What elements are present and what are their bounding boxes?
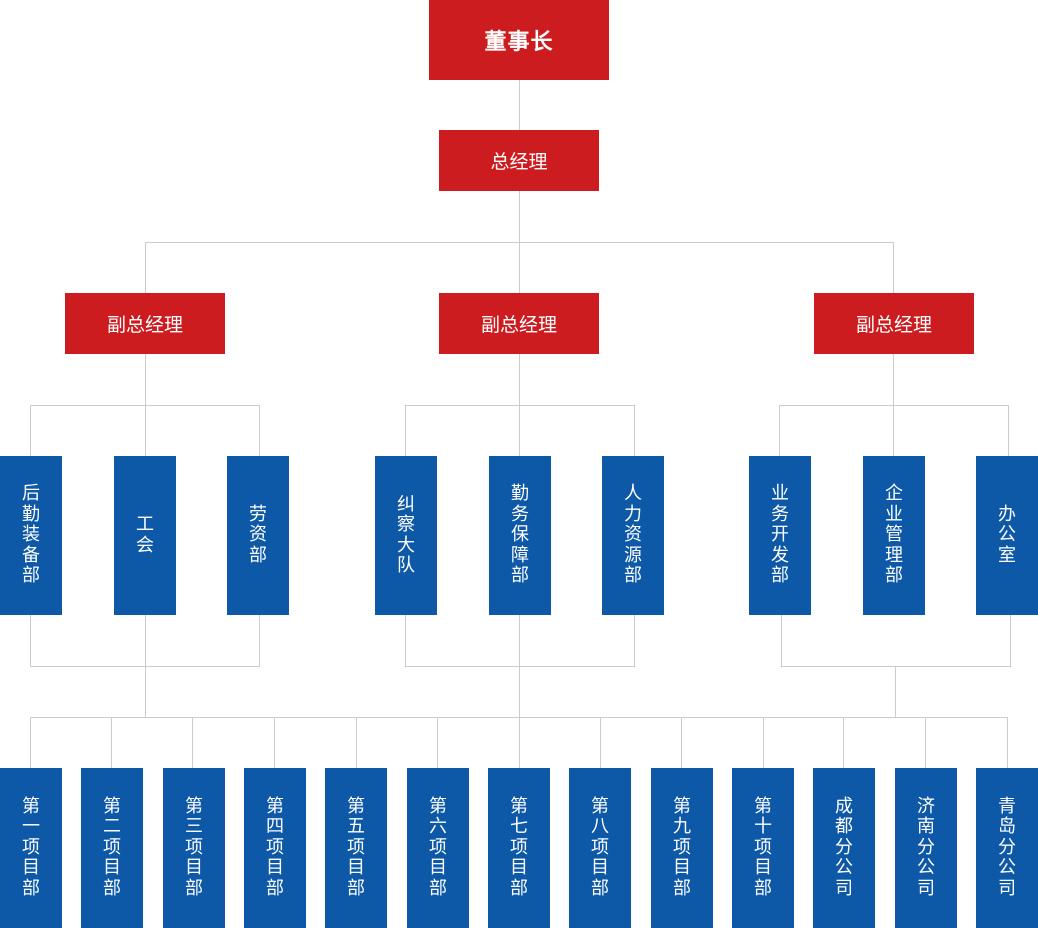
unit-label: 第一项目部	[22, 795, 40, 899]
deputy-gm-box-1: 副总经理	[65, 293, 225, 354]
chairman-label: 董事长	[484, 30, 554, 55]
unit-label: 第三项目部	[185, 795, 203, 899]
department-label: 后勤装备部	[22, 483, 40, 587]
unit-label: 第五项目部	[347, 795, 365, 899]
deputy-gm-label: 副总经理	[106, 314, 183, 336]
department-label: 工会	[136, 514, 154, 556]
deputy-gm-box-3: 副总经理	[814, 293, 974, 354]
unit-box: 第九项目部	[651, 768, 713, 928]
unit-label: 第八项目部	[591, 795, 609, 899]
unit-label: 济南分公司	[917, 795, 935, 899]
department-box: 劳资部	[227, 456, 289, 615]
unit-box: 第五项目部	[325, 768, 387, 928]
unit-box: 济南分公司	[895, 768, 957, 928]
unit-label: 第七项目部	[510, 795, 528, 899]
unit-box: 第一项目部	[0, 768, 62, 928]
department-label: 人力资源部	[624, 483, 642, 587]
unit-box: 第十项目部	[732, 768, 794, 928]
unit-label: 青岛分公司	[998, 795, 1016, 899]
deputy-gm-label: 副总经理	[480, 314, 557, 336]
deputy-gm-box-2: 副总经理	[439, 293, 599, 354]
unit-box: 第四项目部	[244, 768, 306, 928]
department-box: 人力资源部	[602, 456, 664, 615]
department-label: 业务开发部	[771, 483, 789, 587]
unit-box: 第六项目部	[407, 768, 469, 928]
department-label: 纠察大队	[397, 493, 415, 576]
general-manager-label: 总经理	[490, 151, 548, 173]
unit-label: 第四项目部	[266, 795, 284, 899]
department-box: 后勤装备部	[0, 456, 62, 615]
department-label: 办公室	[998, 503, 1016, 566]
chairman-box: 董事长	[429, 0, 609, 80]
general-manager-box: 总经理	[439, 130, 599, 191]
unit-box: 第八项目部	[569, 768, 631, 928]
department-box: 纠察大队	[375, 456, 437, 615]
department-box: 办公室	[976, 456, 1038, 615]
department-box: 业务开发部	[749, 456, 811, 615]
unit-label: 成都分公司	[835, 795, 853, 899]
department-label: 勤务保障部	[511, 483, 529, 587]
department-box: 勤务保障部	[489, 456, 551, 615]
deputy-gm-label: 副总经理	[855, 314, 932, 336]
unit-label: 第十项目部	[754, 795, 772, 899]
department-box: 工会	[114, 456, 176, 615]
unit-box: 第七项目部	[488, 768, 550, 928]
department-box: 企业管理部	[863, 456, 925, 615]
department-label: 劳资部	[249, 503, 267, 566]
unit-box: 青岛分公司	[976, 768, 1038, 928]
unit-label: 第六项目部	[429, 795, 447, 899]
unit-box: 第二项目部	[81, 768, 143, 928]
department-label: 企业管理部	[885, 483, 903, 587]
unit-box: 第三项目部	[163, 768, 225, 928]
unit-box: 成都分公司	[813, 768, 875, 928]
unit-label: 第九项目部	[673, 795, 691, 899]
unit-label: 第二项目部	[103, 795, 121, 899]
